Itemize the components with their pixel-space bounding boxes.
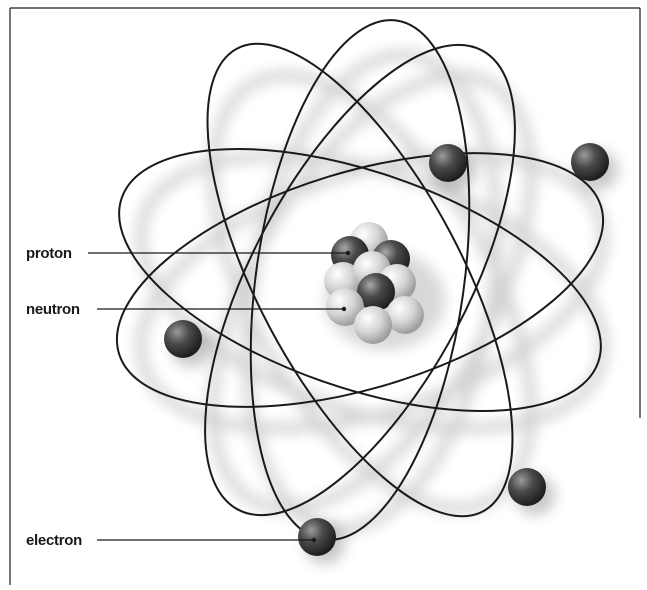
electron-particle <box>508 468 546 506</box>
neutron-particle <box>354 306 392 344</box>
electron-particle <box>164 320 202 358</box>
neutron-leader-dot <box>342 307 346 311</box>
electron-particle <box>298 518 336 556</box>
neutron-label: neutron <box>26 301 80 318</box>
electron-particle <box>429 144 467 182</box>
electron-label: electron <box>26 532 82 549</box>
proton-label: proton <box>26 245 72 262</box>
electron-leader-dot <box>312 538 316 542</box>
proton-leader-dot <box>346 251 350 255</box>
electron-particle <box>571 143 609 181</box>
